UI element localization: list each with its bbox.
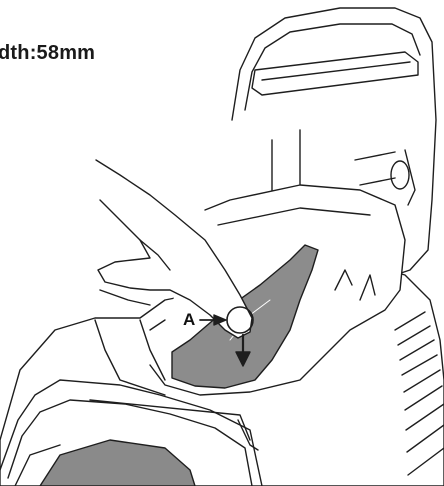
target-circle-icon (226, 306, 254, 334)
printer-front-face (0, 379, 263, 486)
front-panel (39, 439, 196, 486)
hand-icon (95, 159, 253, 339)
callout-label-a: A (183, 310, 196, 329)
paper-width-caption: dth:58mm (0, 42, 96, 64)
platen-roller (251, 51, 419, 96)
